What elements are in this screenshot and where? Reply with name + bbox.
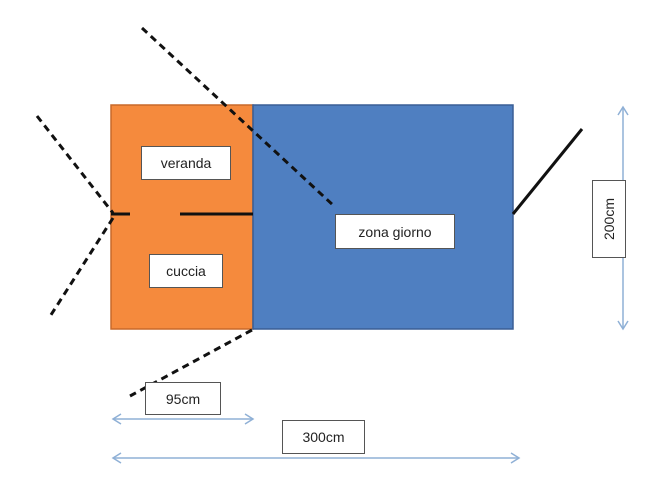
arrowhead-300-left — [111, 452, 122, 464]
wall-segment-right — [511, 128, 584, 215]
zona-giorno-label: zona giorno — [335, 214, 455, 249]
arrowhead-95-right — [244, 413, 255, 425]
veranda-label: veranda — [141, 146, 231, 180]
width-veranda-label: 95cm — [145, 382, 221, 415]
dashed-line-left-lower — [47, 217, 115, 319]
dashed-line-left-upper — [35, 115, 115, 214]
cuccia-label: cuccia — [149, 254, 223, 288]
height-total-label: 200cm — [592, 180, 626, 258]
arrowhead-200-bottom — [617, 320, 629, 331]
width-total-label: 300cm — [282, 420, 365, 454]
arrowhead-300-right — [510, 452, 521, 464]
arrowhead-200-top — [617, 105, 629, 116]
dashed-line-top-diagonal — [140, 26, 336, 208]
veranda-area — [110, 104, 254, 330]
height-total-text: 200cm — [601, 197, 617, 241]
arrowhead-95-left — [111, 413, 122, 425]
